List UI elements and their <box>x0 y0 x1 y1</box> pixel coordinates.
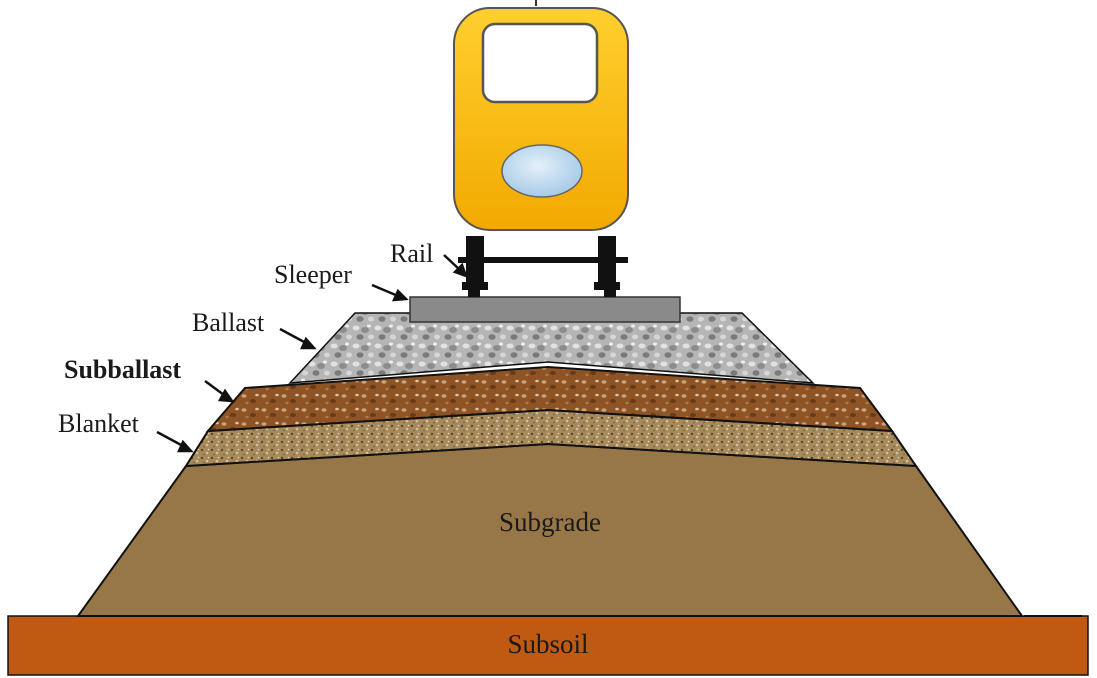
train-headlight <box>501 144 583 198</box>
train-window <box>481 22 599 104</box>
ballast-label: Ballast <box>192 308 265 337</box>
blanket-label: Blanket <box>58 409 140 438</box>
leader-arrows <box>156 254 469 453</box>
rail-assembly <box>458 236 628 297</box>
subballast-layer <box>205 365 895 433</box>
rail-label: Rail <box>390 239 433 268</box>
train <box>453 0 629 231</box>
subgrade-label: Subgrade <box>499 507 601 537</box>
sleeper-label: Sleeper <box>274 260 352 289</box>
subsoil-layer <box>7 615 1089 676</box>
subsoil-label: Subsoil <box>507 629 588 659</box>
subballast-label: Subballast <box>64 355 181 384</box>
sleeper <box>409 296 681 323</box>
ballast-layer <box>288 312 815 384</box>
